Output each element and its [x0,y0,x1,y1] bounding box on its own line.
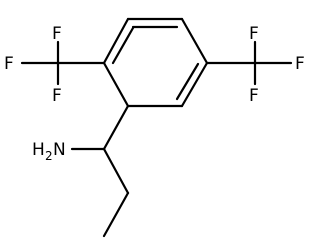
fluorine-label: F [249,86,259,106]
ring-double-bond-inner [175,62,200,101]
fluorine-label: F [249,24,259,44]
amine-nitrogen-label: N [53,140,66,160]
bond-ring-to-ch [102,104,130,151]
ring-bond [102,61,130,108]
fluorine-label: F [4,54,14,74]
amine-subscript: 2 [45,149,53,163]
trifluoromethyl-right: F F F [205,24,305,106]
aminopropyl-chain [70,104,130,238]
ring-bond [180,61,209,108]
bond-ch-to-ch2 [102,147,130,195]
bond-ch2-to-ch3 [102,191,130,238]
fluorine-label: F [52,24,62,44]
fluorine-label: F [295,54,305,74]
trifluoromethyl-left: F F F [4,24,106,106]
fluorine-label: F [52,86,62,106]
ring-bond [180,17,209,65]
ring-double-bond-inner [111,26,135,65]
amine-hydrogen-label: H [32,140,45,160]
benzene-ring [102,17,209,108]
amine-label: H 2 N [32,140,66,163]
ring-bond [102,17,130,65]
